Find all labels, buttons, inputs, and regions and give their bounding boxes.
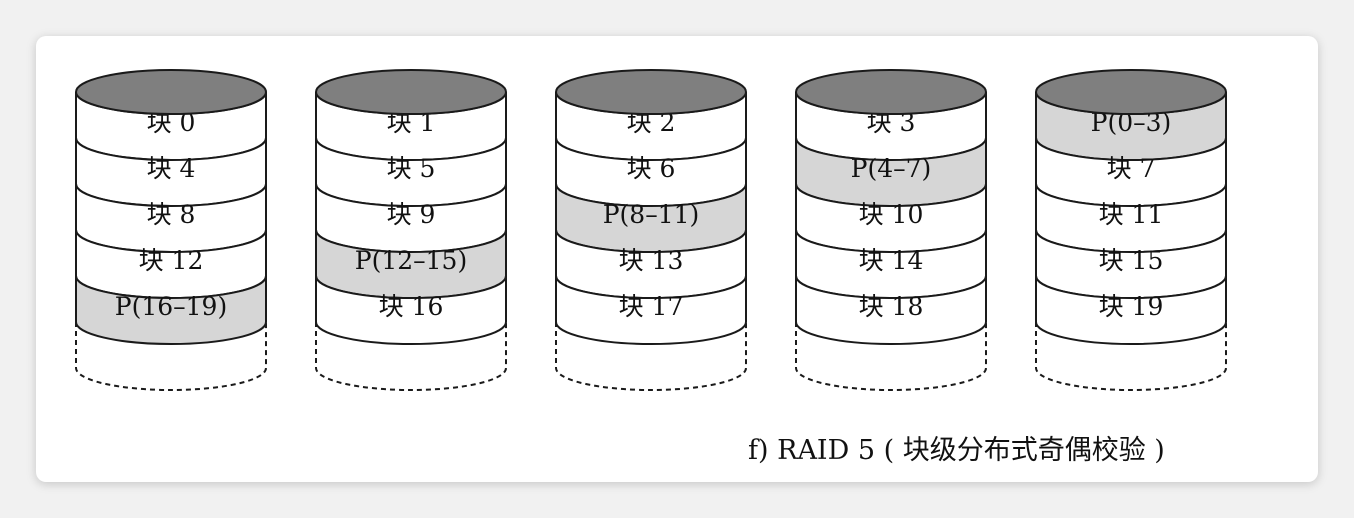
cell-label: 块 17 [619, 292, 684, 321]
data-cell [315, 275, 507, 345]
empty-space [555, 322, 747, 391]
cell-label: 块 6 [627, 154, 676, 183]
disk-1: 块 0块 4块 8块 12P(16–19) [75, 69, 267, 391]
cell-label: P(12–15) [355, 246, 467, 275]
disk-4: 块 3P(4–7)块 10块 14块 18 [795, 69, 987, 391]
disk-top [795, 69, 987, 115]
cell-label: 块 15 [1099, 246, 1164, 275]
cell-label: 块 4 [147, 154, 196, 183]
cell-label: 块 8 [147, 200, 196, 229]
disk-2: 块 1块 5块 9P(12–15)块 16 [315, 69, 507, 391]
cell-label: P(8–11) [603, 200, 700, 229]
disk-top [1035, 69, 1227, 115]
cell-label: 块 9 [387, 200, 436, 229]
empty-space [1035, 322, 1227, 391]
cell-label: 块 19 [1099, 292, 1164, 321]
parity-cell [75, 275, 267, 345]
cell-label: 块 13 [619, 246, 684, 275]
cell-label: 块 14 [859, 246, 924, 275]
cell-label: P(4–7) [851, 154, 932, 183]
cell-label: 块 11 [1099, 200, 1164, 229]
disk-top [315, 69, 507, 115]
cell-label: 块 18 [859, 292, 924, 321]
empty-space [795, 322, 987, 391]
raid5-diagram: 块 0块 4块 8块 12P(16–19)块 1块 5块 9P(12–15)块 … [75, 69, 1227, 391]
data-cell [1035, 275, 1227, 345]
cell-label: 块 12 [139, 246, 204, 275]
empty-space [315, 322, 507, 391]
cell-label: 块 10 [859, 200, 924, 229]
cell-label: 块 5 [387, 154, 436, 183]
cell-label: P(16–19) [115, 292, 227, 321]
data-cell [555, 275, 747, 345]
data-cell [795, 275, 987, 345]
figure-caption: f) RAID 5 ( 块级分布式奇偶校验 ) [748, 435, 1165, 466]
cell-label: 块 7 [1107, 154, 1156, 183]
empty-space [75, 322, 267, 391]
disk-top [75, 69, 267, 115]
disk-5: P(0–3)块 7块 11块 15块 19 [1035, 69, 1227, 391]
cell-label: 块 16 [379, 292, 444, 321]
disk-3: 块 2块 6P(8–11)块 13块 17 [555, 69, 747, 391]
disk-top [555, 69, 747, 115]
